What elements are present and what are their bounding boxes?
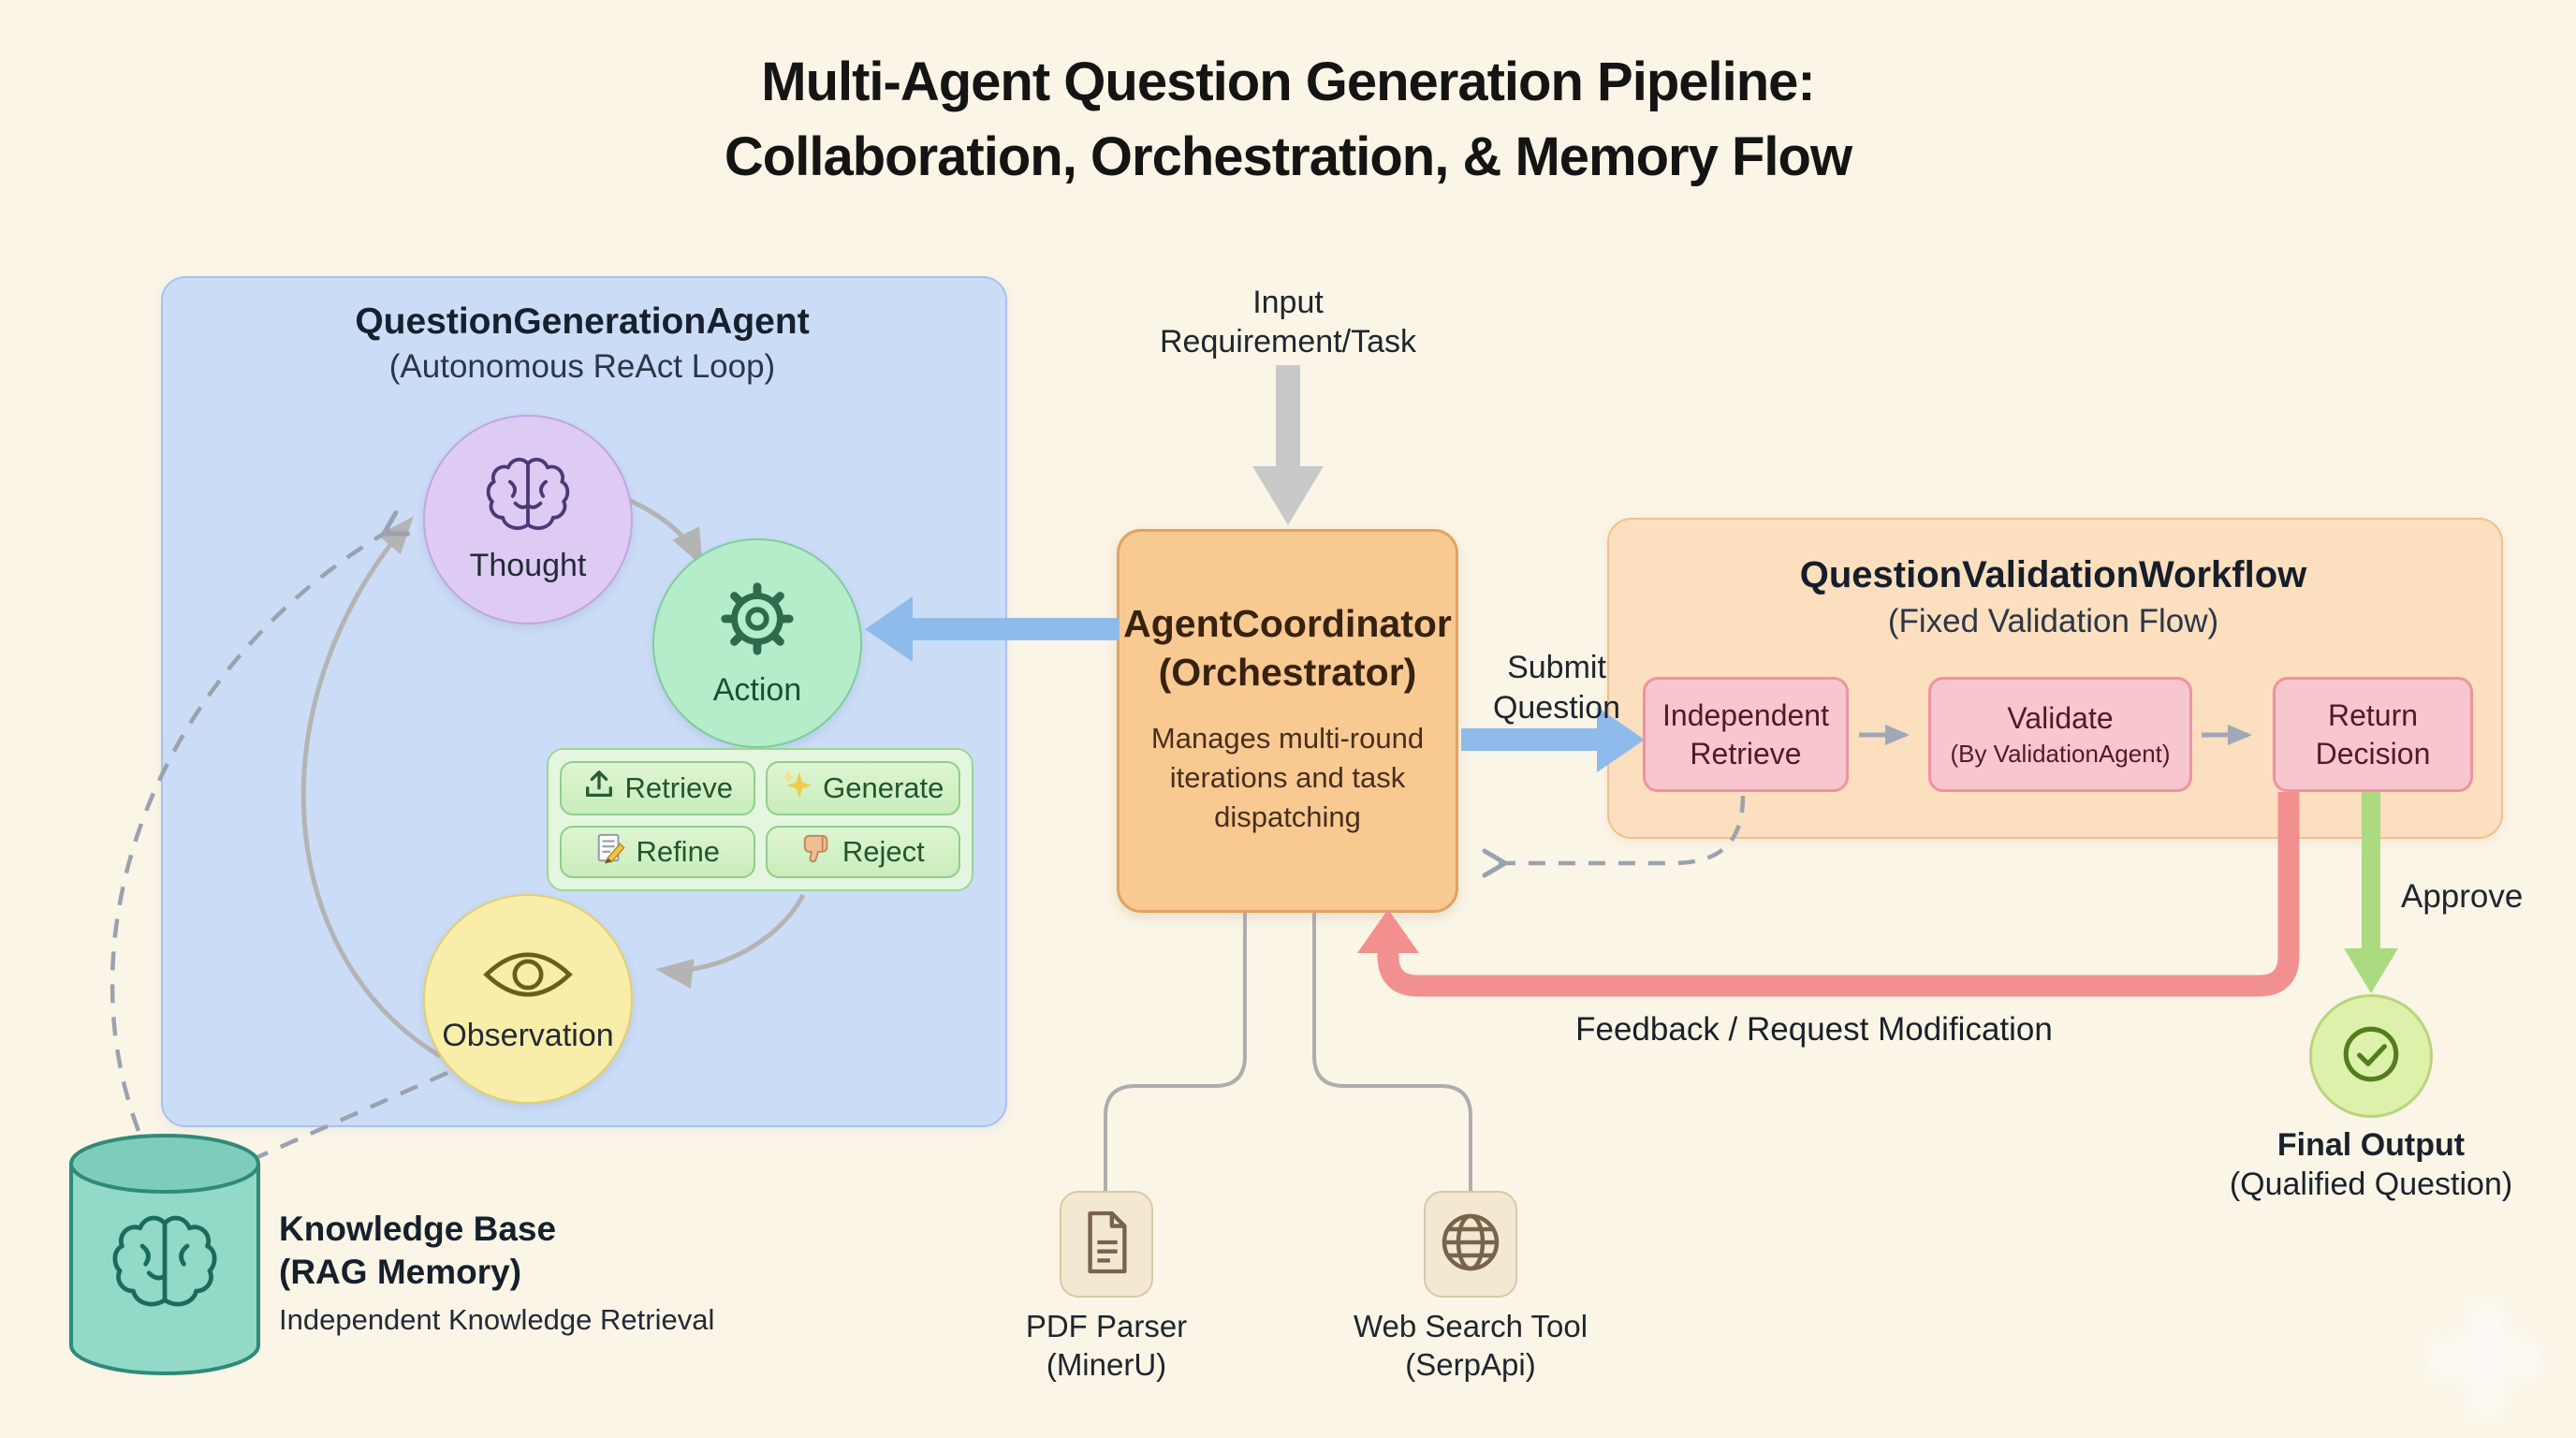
web-search-line2: (SerpApi) — [1405, 1347, 1536, 1382]
arrow-feedback-head — [1357, 909, 1419, 953]
pdf-parser-labels: PDF Parser (MinerU) — [938, 1307, 1275, 1384]
thought-label: Thought — [469, 548, 587, 583]
step-validate: Validate (By ValidationAgent) — [1928, 677, 2192, 792]
coordinator-description-line1: Manages multi-round — [1150, 722, 1425, 755]
generate-chip: Generate — [765, 761, 960, 815]
watermark — [2430, 1303, 2542, 1416]
generate-chip-label: Generate — [823, 771, 944, 804]
final-output-line2: (Qualified Question) — [2229, 1167, 2513, 1202]
kb-brain-icon — [112, 1215, 217, 1307]
connector-coordinator-to-pdf-parser — [1104, 913, 1247, 1191]
input-requirement-label: Input Requirement/Task — [1101, 283, 1475, 361]
sparkles-icon — [782, 769, 813, 808]
action-node: Action — [652, 538, 862, 748]
coordinator-title: AgentCoordinator (Orchestrator) — [1117, 599, 1458, 697]
validation-workflow-subtitle: (Fixed Validation Flow) — [1887, 603, 2219, 639]
thought-node: Thought — [423, 415, 633, 624]
coordinator-title-line1: AgentCoordinator — [1123, 602, 1452, 645]
upload-icon — [582, 768, 616, 809]
step-validate-line1: Validate — [2007, 701, 2114, 735]
connector-coordinator-to-web-search — [1312, 913, 1472, 1191]
submit-question-line1: Submit — [1507, 650, 1606, 685]
knowledge-base-cylinder — [66, 1128, 264, 1381]
step-validate-line2: (By ValidationAgent) — [1950, 740, 2171, 768]
gear-icon — [716, 578, 798, 665]
step-return-decision: Return Decision — [2273, 677, 2473, 792]
memo-pencil-icon — [594, 832, 626, 872]
retrieve-chip-label: Retrieve — [624, 771, 733, 804]
refine-chip-label: Refine — [636, 835, 721, 868]
web-search-line1: Web Search Tool — [1353, 1309, 1588, 1343]
step-return-decision-line1: Return — [2327, 697, 2419, 732]
coordinator-description-line2: iterations and task — [1169, 761, 1406, 794]
refine-chip: Refine — [560, 826, 755, 878]
globe-icon — [1438, 1210, 1503, 1280]
step-independent-retrieve-line2: Retrieve — [1690, 736, 1802, 770]
page-title: Multi-Agent Question Generation Pipeline… — [0, 45, 2576, 195]
step-independent-retrieve: Independent Retrieve — [1643, 677, 1849, 792]
action-label: Action — [712, 672, 802, 708]
knowledge-base-title-line2: (RAG Memory) — [279, 1253, 522, 1291]
final-output-line1: Final Output — [2276, 1127, 2466, 1163]
eye-icon — [479, 944, 577, 1010]
reject-chip: Reject — [765, 826, 960, 878]
knowledge-base-title-line1: Knowledge Base — [279, 1210, 557, 1248]
knowledge-base-subtitle: Independent Knowledge Retrieval — [279, 1303, 715, 1336]
input-label-line2: Requirement/Task — [1159, 324, 1416, 360]
coordinator-description-line3: dispatching — [1214, 800, 1361, 833]
pdf-parser-line2: (MinerU) — [1046, 1347, 1167, 1382]
approve-label: Approve — [2401, 878, 2524, 915]
web-search-labels: Web Search Tool (SerpApi) — [1302, 1307, 1639, 1384]
step-independent-retrieve-line1: Independent — [1662, 697, 1829, 732]
input-label-line1: Input — [1252, 285, 1324, 320]
observation-node: Observation — [423, 894, 633, 1104]
retrieve-chip: Retrieve — [560, 761, 755, 815]
validation-workflow-title: QuestionValidationWorkflow — [1799, 554, 2307, 595]
submit-question-label: Submit Question — [1463, 648, 1650, 728]
web-search-node — [1424, 1191, 1517, 1298]
final-output-labels: Final Output (Qualified Question) — [2184, 1125, 2558, 1204]
action-options-box: Retrieve Generate — [547, 748, 973, 891]
feedback-label: Feedback / Request Modification — [1575, 1011, 2053, 1048]
thumbs-down-icon — [801, 832, 833, 872]
brain-icon — [483, 455, 573, 540]
observation-label: Observation — [442, 1018, 614, 1053]
reject-chip-label: Reject — [842, 835, 925, 868]
pdf-parser-node — [1060, 1191, 1153, 1298]
page-title-line1: Multi-Agent Question Generation Pipeline… — [761, 51, 1816, 112]
check-circle-icon — [2337, 1020, 2405, 1093]
step-return-decision-line2: Decision — [2315, 736, 2431, 770]
knowledge-base-labels: Knowledge Base (RAG Memory) Independent … — [279, 1208, 803, 1337]
submit-question-line2: Question — [1492, 690, 1621, 726]
pdf-parser-line1: PDF Parser — [1025, 1309, 1188, 1343]
page-title-line2: Collaboration, Orchestration, & Memory F… — [724, 126, 1852, 187]
coordinator-title-line2: (Orchestrator) — [1158, 651, 1417, 694]
coordinator-description: Manages multi-round iterations and task … — [1131, 719, 1444, 837]
generation-agent-title: QuestionGenerationAgent — [355, 301, 810, 342]
final-output-node — [2309, 994, 2433, 1118]
generation-agent-subtitle: (Autonomous ReAct Loop) — [388, 348, 776, 385]
document-icon — [1077, 1208, 1135, 1282]
arrow-input-to-coordinator — [1252, 365, 1324, 525]
